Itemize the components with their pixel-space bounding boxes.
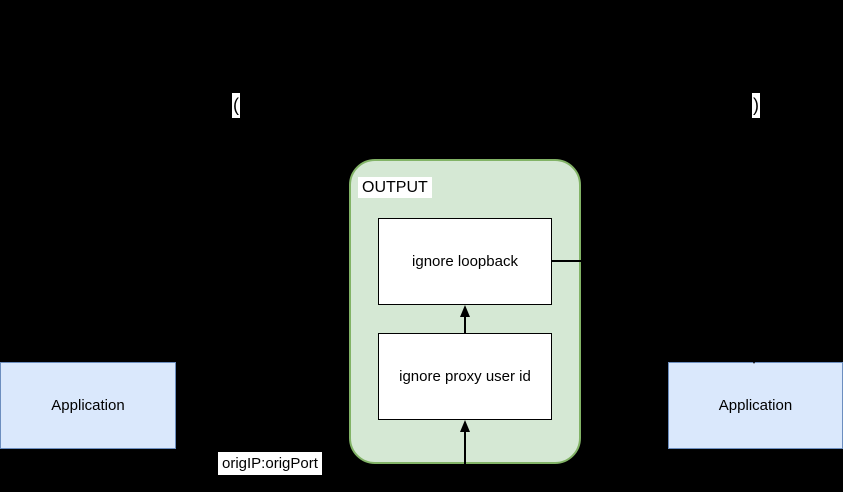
node-application-left-label: Application xyxy=(51,397,125,414)
connector-bottom-to-proxy xyxy=(464,430,466,492)
node-application-left: Application xyxy=(0,362,176,449)
node-ignore-loopback-label: ignore loopback xyxy=(412,253,518,270)
connector-loopback-right xyxy=(552,260,581,262)
up-arrowhead-icon xyxy=(460,305,470,317)
edge-label-orig-endpoint: origIP:origPort xyxy=(218,452,322,475)
up-arrowhead-icon xyxy=(460,420,470,432)
output-group-title: OUTPUT xyxy=(358,177,432,198)
node-ignore-loopback: ignore loopback xyxy=(378,218,552,305)
node-application-right-label: Application xyxy=(718,397,793,414)
node-ignore-proxy-user-id-label: ignore proxy user id xyxy=(399,368,531,385)
node-ignore-proxy-user-id: ignore proxy user id xyxy=(378,333,552,420)
connector-proxy-to-loopback xyxy=(464,315,466,333)
down-arrowhead-tip-icon xyxy=(751,358,757,364)
edge-label-paren-close: ) xyxy=(752,93,760,118)
edge-label-paren-open: ( xyxy=(232,93,240,118)
node-application-right: Application xyxy=(668,362,843,449)
